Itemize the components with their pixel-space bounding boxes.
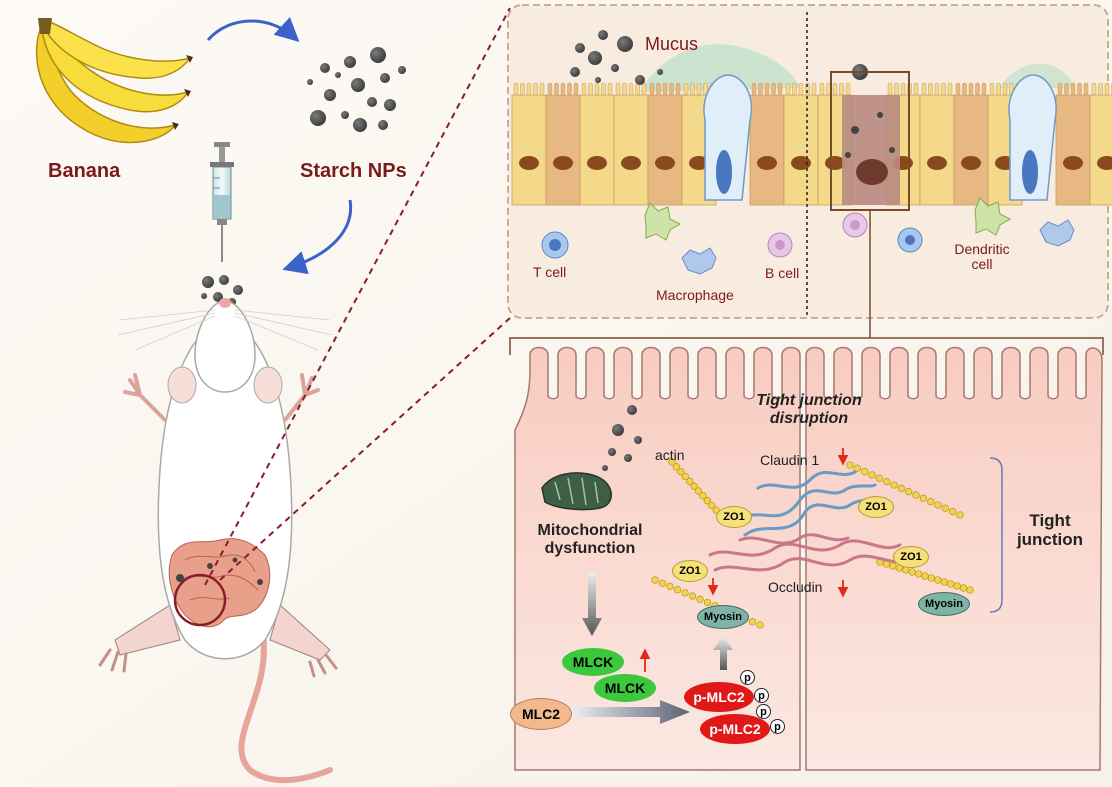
t-cell-label: T cell: [533, 264, 567, 280]
tight-junction-disruption-label: Tight junction disruption: [756, 392, 862, 427]
dose-nps: [201, 275, 243, 306]
myosin-oval: Myosin: [697, 605, 749, 629]
connector-top: [204, 7, 511, 586]
regulation-arrows: [639, 448, 849, 672]
mitochondrion-illustration: [541, 472, 612, 511]
starch-nps-cluster: [307, 47, 406, 132]
claudin1-label: Claudin 1: [760, 452, 820, 468]
entering-nps: [602, 405, 642, 471]
highlighted-cell: [830, 64, 910, 338]
mito-dysfunction-label: Mitochondrial dysfunction: [537, 522, 643, 557]
starch-nps-label: Starch NPs: [300, 160, 407, 182]
flow-arrow-1: [206, 16, 300, 43]
macrophage-label: Macrophage: [656, 287, 734, 303]
tight-junction-strands: [708, 470, 912, 572]
phosphate-badge: p: [756, 704, 771, 719]
zo1-oval: ZO1: [858, 496, 894, 518]
banana-illustration: [35, 18, 193, 144]
immune-cells: [541, 197, 1075, 275]
mlck-oval: MLCK: [594, 674, 656, 702]
phosphate-badge: p: [770, 719, 785, 734]
zoom-brace: [509, 337, 1104, 355]
zo1-oval: ZO1: [893, 546, 929, 568]
phosphate-badge: p: [740, 670, 755, 685]
goblet-cells: [703, 74, 1057, 201]
tight-junction-bracket: [989, 457, 1003, 613]
banana-label: Banana: [48, 160, 121, 182]
mucus-label: Mucus: [645, 34, 699, 54]
right-enterocyte: [805, 346, 1103, 771]
mouse-illustration: [98, 298, 338, 784]
zo1-oval: ZO1: [716, 506, 752, 528]
tight-junction-label: Tight junction: [1016, 511, 1084, 549]
p-mlc2-oval: p-MLC2: [700, 714, 770, 744]
myosin-oval: Myosin: [918, 592, 970, 616]
zo1-oval: ZO1: [672, 560, 708, 582]
actin-label: actin: [655, 447, 685, 463]
syringe-illustration: [210, 142, 234, 262]
mucus-nps: [570, 30, 663, 85]
mlc2-oval: MLC2: [510, 698, 572, 730]
flow-arrow-2: [282, 199, 353, 275]
pathway-arrows: [570, 572, 733, 724]
b-cell-label: B cell: [765, 265, 800, 281]
mucus-layer: [640, 44, 800, 92]
mlck-oval: MLCK: [562, 648, 624, 676]
p-mlc2-oval: p-MLC2: [684, 682, 754, 712]
dendritic-cell-label: Dendritic cell: [954, 241, 1010, 273]
phosphate-badge: p: [754, 688, 769, 703]
occludin-label: Occludin: [768, 579, 823, 595]
